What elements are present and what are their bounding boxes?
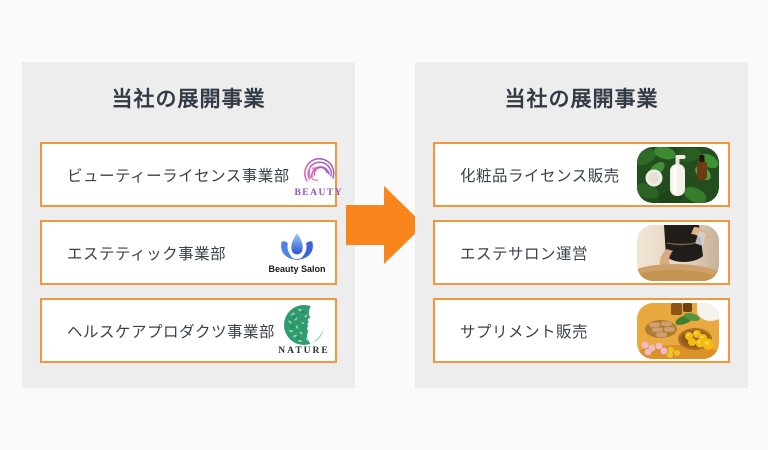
after-box-list: 化粧品ライセンス販売 (433, 142, 730, 376)
beauty-woman-face-icon (303, 158, 335, 182)
business-box-healthcare: ヘルスケアプロダクツ事業部 (40, 298, 337, 363)
panel-title: 当社の展開事業 (504, 88, 659, 111)
beauty-salon-brand: Beauty Salon (268, 232, 326, 274)
supplements-photo-image (637, 302, 719, 359)
nature-wordmark: NATURE (278, 346, 330, 357)
business-label: ヘルスケアプロダクツ事業部 (67, 323, 276, 341)
cosmetics-photo-image (637, 146, 719, 203)
business-label: エステサロン運営 (460, 245, 589, 263)
panel-title: 当社の展開事業 (111, 88, 266, 111)
beauty-salon-wordmark: Beauty Salon (268, 263, 326, 274)
business-label: サプリメント販売 (460, 323, 589, 341)
business-box-salon-operation: エステサロン運営 (433, 220, 730, 285)
nature-leaf-face-icon (284, 305, 325, 346)
business-label: エステティック事業部 (67, 245, 227, 263)
before-box-list: ビューティーライセンス事業部 (40, 142, 342, 376)
business-box-supplement-sales: サプリメント販売 (433, 298, 730, 363)
transform-arrow-icon (346, 186, 424, 264)
nature-brand: NATURE (275, 304, 333, 357)
after-panel: 当社の展開事業 化粧品ライセンス販売 (415, 62, 748, 388)
blue-lotus-icon (281, 232, 313, 260)
beauty-brand: BEAUTY (290, 150, 348, 199)
business-label: ビューティーライセンス事業部 (67, 167, 290, 185)
before-panel: 当社の展開事業 ビューティーライセンス事業部 (22, 62, 355, 388)
massage-photo-image (637, 224, 719, 281)
beauty-wordmark: BEAUTY (294, 188, 344, 199)
business-label: 化粧品ライセンス販売 (460, 167, 620, 185)
business-box-cosmetics-sales: 化粧品ライセンス販売 (433, 142, 730, 207)
business-box-beauty-license: ビューティーライセンス事業部 (40, 142, 342, 207)
business-box-esthetic: エステティック事業部 Beauty Salon (40, 220, 337, 285)
